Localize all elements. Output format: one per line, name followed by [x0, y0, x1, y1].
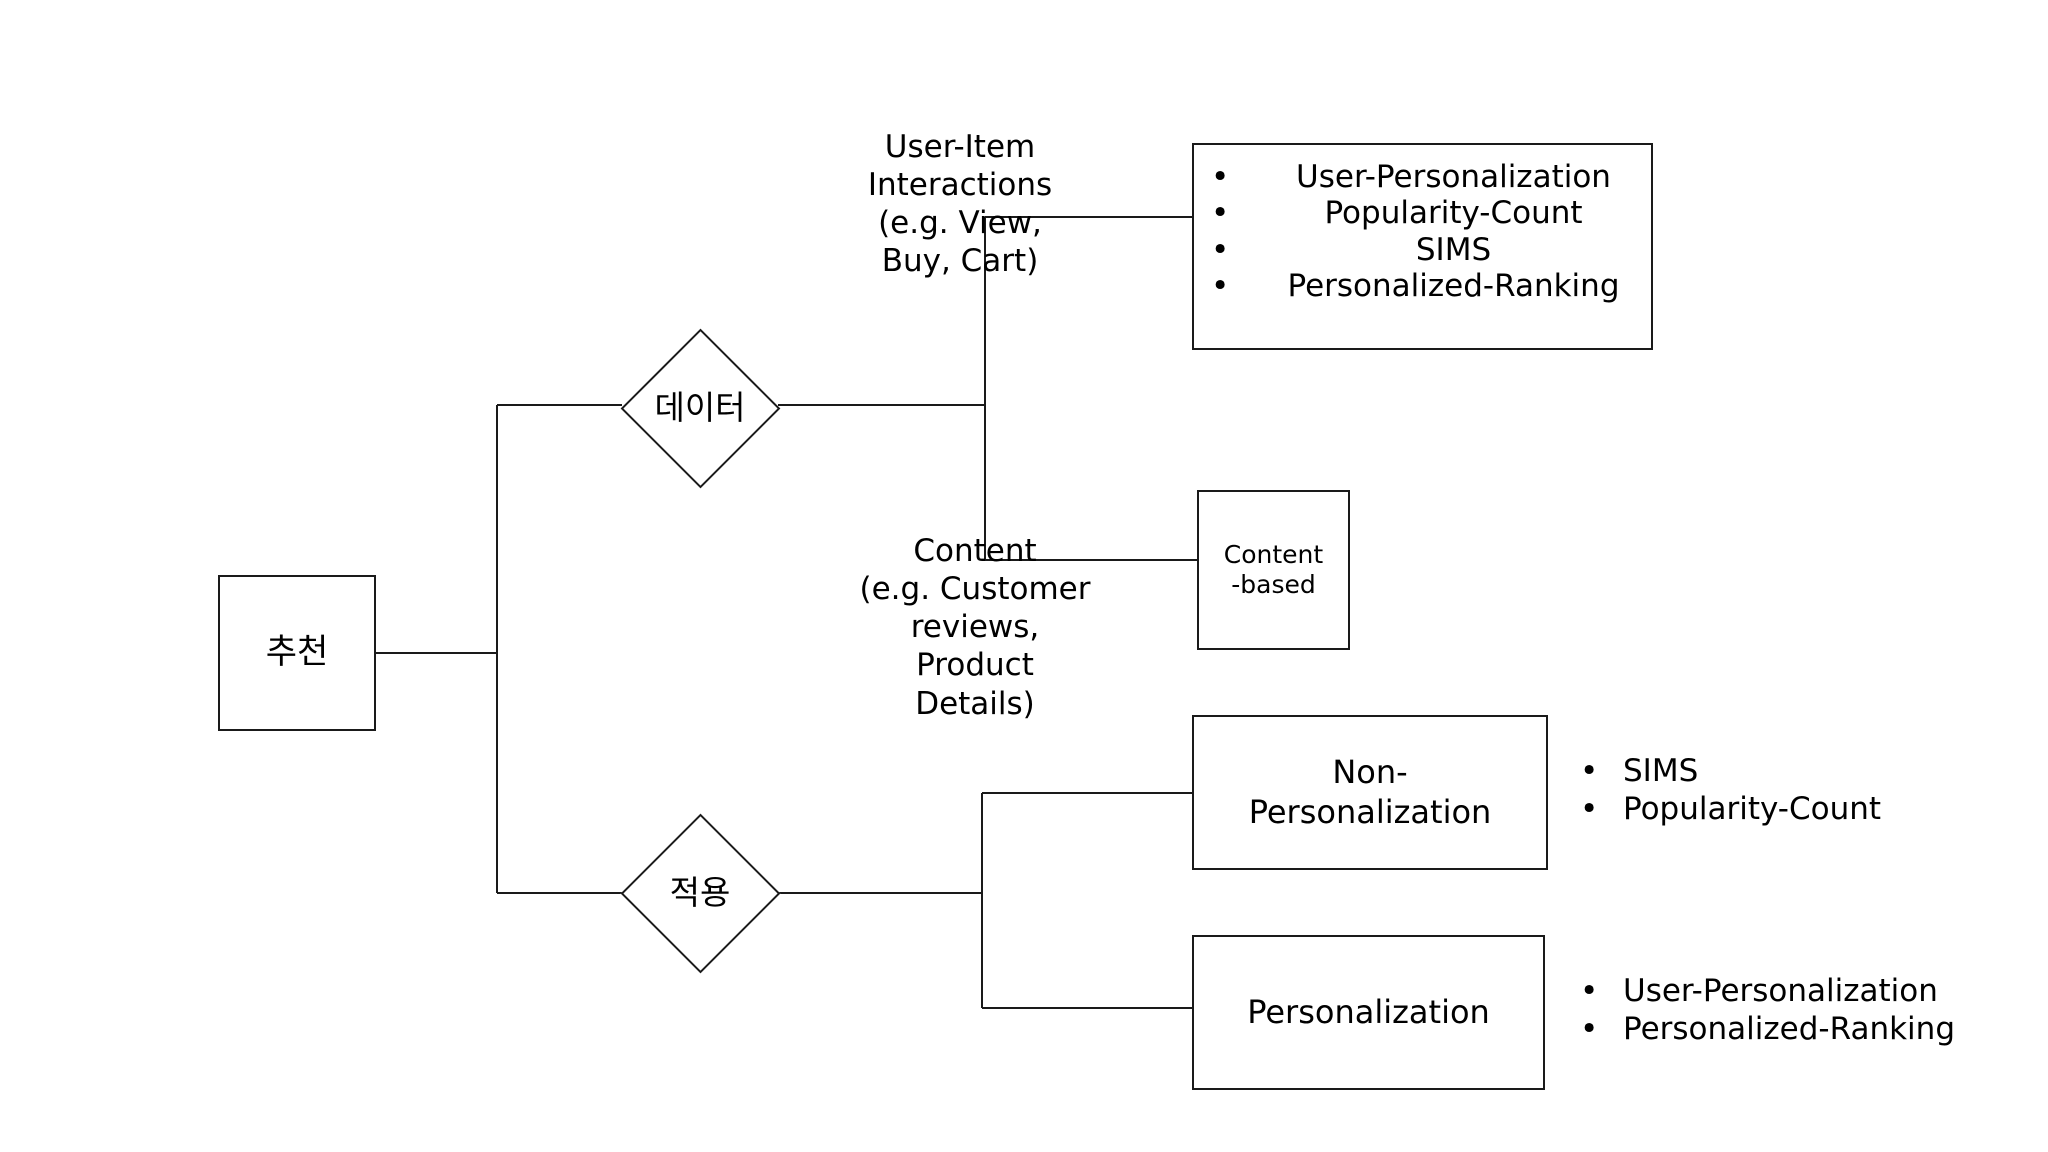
decision-node-data[interactable]: 데이터: [620, 328, 780, 488]
decision-node-apply[interactable]: 적용: [620, 813, 780, 973]
personalization-algorithms-list: User-Personalization Personalized-Rankin…: [1563, 973, 2003, 1049]
box-content-based[interactable]: Content -based: [1197, 490, 1350, 650]
box-non-personalization[interactable]: Non- Personalization: [1192, 715, 1548, 870]
root-node-recommendation[interactable]: 추천: [218, 575, 376, 731]
decision-node-apply-label: 적용: [669, 872, 731, 912]
box-non-personalization-label: Non- Personalization: [1248, 753, 1492, 831]
interaction-algorithms-list: User-Personalization Popularity-Count SI…: [1194, 159, 1651, 304]
list-item: SIMS: [1563, 753, 1983, 791]
list-item: User-Personalization: [1194, 159, 1651, 196]
box-personalization[interactable]: Personalization: [1192, 935, 1545, 1090]
non-personalization-algorithms-list: SIMS Popularity-Count: [1563, 753, 1983, 829]
list-item: SIMS: [1194, 232, 1651, 269]
list-item: Popularity-Count: [1563, 791, 1983, 829]
box-personalization-label: Personalization: [1247, 992, 1490, 1031]
list-item: Personalized-Ranking: [1194, 268, 1651, 305]
list-item: Popularity-Count: [1194, 195, 1651, 232]
list-item: Personalized-Ranking: [1563, 1011, 2003, 1049]
list-item: User-Personalization: [1563, 973, 2003, 1011]
edge-label-user-item-interactions: User-Item Interactions (e.g. View, Buy, …: [867, 129, 1053, 280]
root-node-label: 추천: [265, 632, 329, 673]
edge-label-content: Content (e.g. Customer reviews, Product …: [859, 533, 1091, 722]
decision-node-data-label: 데이터: [654, 387, 746, 427]
box-interaction-algorithms[interactable]: User-Personalization Popularity-Count SI…: [1192, 143, 1653, 350]
box-content-based-label: Content -based: [1223, 539, 1324, 600]
